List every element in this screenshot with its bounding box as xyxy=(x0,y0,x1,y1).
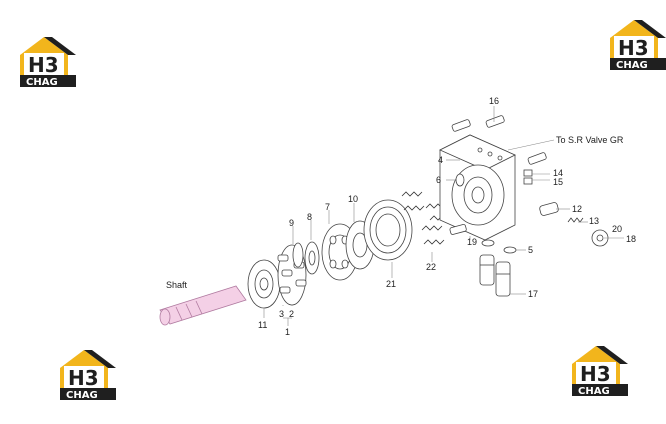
label-1: 1 xyxy=(285,327,291,337)
ring-part-9 xyxy=(292,242,304,268)
logo-brand: CHAG xyxy=(66,390,98,400)
plug-12 xyxy=(539,202,559,216)
logo-mark: H3 xyxy=(28,53,59,77)
label-22: 22 xyxy=(426,262,437,272)
label-6: 6 xyxy=(436,175,442,185)
label-10: 10 xyxy=(348,194,359,204)
label-shaft: Shaft xyxy=(166,280,188,290)
label-16: 16 xyxy=(489,96,500,106)
label-18: 18 xyxy=(626,234,637,244)
label-5: 5 xyxy=(528,245,534,255)
label-13: 13 xyxy=(589,216,600,226)
logo-mark: H3 xyxy=(618,36,649,60)
logo-top-left: H3 CHAG xyxy=(20,35,76,92)
label-4: 4 xyxy=(438,155,444,165)
logo-brand: CHAG xyxy=(578,386,610,396)
logo-brand: CHAG xyxy=(616,60,648,70)
ring-part-8 xyxy=(304,241,320,275)
casing-21 xyxy=(363,199,413,261)
label-17: 17 xyxy=(528,289,539,299)
part-11-plate xyxy=(247,259,281,309)
logo-bottom-right: H3 CHAG xyxy=(572,344,628,401)
label-20: 20 xyxy=(612,224,623,234)
ring-5 xyxy=(481,239,517,254)
shaft-part xyxy=(159,285,247,326)
house-logo-icon: H3 CHAG xyxy=(60,350,116,401)
label-to-sr-valve: To S.R Valve GR xyxy=(556,135,624,145)
spring-13 xyxy=(567,217,584,223)
label-21: 21 xyxy=(386,279,397,289)
logo-bottom-left: H3 CHAG xyxy=(60,348,116,405)
valves-17 xyxy=(479,254,511,297)
tabs-14-15 xyxy=(523,169,533,185)
logo-mark: H3 xyxy=(68,366,99,390)
label-11: 11 xyxy=(258,320,268,330)
label-8: 8 xyxy=(307,212,313,222)
cap-18 xyxy=(591,229,609,247)
valve-housing-4 xyxy=(439,134,516,241)
label-19: 19 xyxy=(467,237,478,247)
label-7: 7 xyxy=(325,202,331,212)
logo-mark: H3 xyxy=(580,362,611,386)
logo-top-right: H3 CHAG xyxy=(610,18,666,75)
label-12: 12 xyxy=(572,204,583,214)
house-logo-icon: H3 CHAG xyxy=(572,346,628,397)
label-2: 2 xyxy=(289,309,295,319)
house-logo-icon: H3 CHAG xyxy=(20,37,76,88)
bolt-19 xyxy=(449,224,467,235)
label-3: 3 xyxy=(279,309,285,319)
logo-brand: CHAG xyxy=(26,77,58,87)
part-6-ring xyxy=(455,173,465,187)
house-logo-icon: H3 CHAG xyxy=(610,20,666,71)
label-9: 9 xyxy=(289,218,295,228)
bolts-16 xyxy=(451,115,547,165)
label-15: 15 xyxy=(553,177,564,187)
label-14: 14 xyxy=(553,168,564,178)
